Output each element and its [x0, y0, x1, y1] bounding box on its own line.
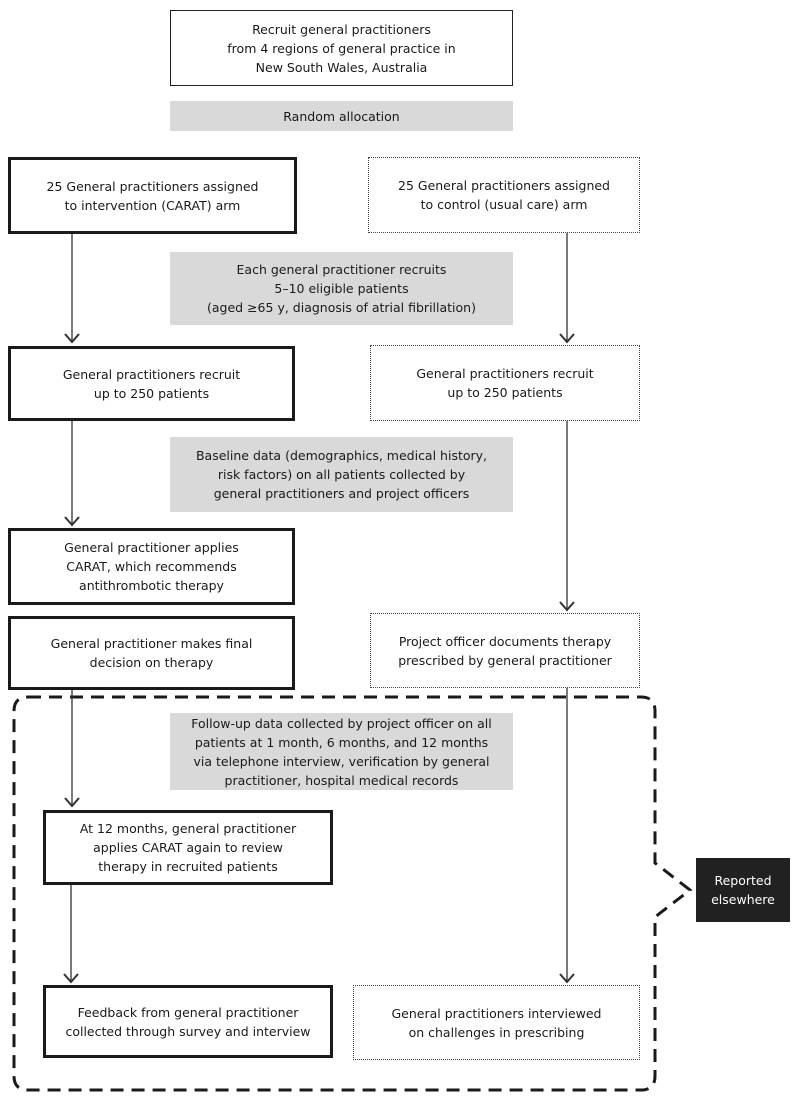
gp-final-decision-text: General practitioner makes final decisio… [50, 636, 253, 670]
arrow-12-months-to-feedback [63, 885, 79, 984]
control-assigned-box: 25 General practitioners assigned to con… [368, 157, 640, 233]
at-12-months-text: At 12 months, general practitioner appli… [79, 821, 297, 874]
control-recruit-text: General practitioners recruit up to 250 … [416, 366, 594, 400]
random-allocation-bar: Random allocation [170, 101, 513, 131]
control-assigned-text: 25 General practitioners assigned to con… [398, 178, 610, 212]
intervention-assigned-box: 25 General practitioners assigned to int… [8, 157, 297, 234]
control-recruit-box: General practitioners recruit up to 250 … [370, 345, 640, 421]
arrow-final-decision-to-12-months [64, 690, 80, 808]
random-allocation-text: Random allocation [283, 108, 400, 124]
intervention-assigned-text: 25 General practitioners assigned to int… [46, 178, 259, 213]
arrow-control-assigned-to-recruit [559, 233, 575, 344]
baseline-data-text: Baseline data (demographics, medical his… [195, 448, 488, 501]
feedback-survey-box: Feedback from general practitioner colle… [43, 985, 333, 1058]
intervention-recruit-box: General practitioners recruit up to 250 … [8, 346, 295, 421]
each-gp-recruits-bar: Each general practitioner recruits 5–10 … [170, 252, 513, 325]
gp-applies-carat-text: General practitioner applies CARAT, whic… [64, 540, 239, 593]
recruit-gps-text: Recruit general practitioners from 4 reg… [227, 21, 456, 75]
project-officer-documents-box: Project officer documents therapy prescr… [370, 613, 640, 688]
gp-interviewed-text: General practitioners interviewed on cha… [391, 1005, 602, 1040]
arrow-control-recruit-to-project-officer [559, 421, 575, 612]
intervention-recruit-text: General practitioners recruit up to 250 … [62, 366, 241, 401]
arrow-intervention-recruit-to-carat [64, 421, 80, 527]
baseline-data-bar: Baseline data (demographics, medical his… [170, 437, 513, 512]
reported-elsewhere-box: Reported elsewhere [696, 858, 790, 922]
reported-elsewhere-text: Reported elsewhere [711, 873, 775, 907]
gp-applies-carat-box: General practitioner applies CARAT, whic… [8, 528, 295, 605]
gp-final-decision-box: General practitioner makes final decisio… [8, 616, 295, 690]
at-12-months-box: At 12 months, general practitioner appli… [43, 810, 333, 885]
followup-data-text: Follow-up data collected by project offi… [191, 715, 492, 788]
followup-data-bar: Follow-up data collected by project offi… [170, 713, 513, 790]
recruit-gps-box: Recruit general practitioners from 4 reg… [170, 10, 513, 86]
project-officer-documents-text: Project officer documents therapy prescr… [398, 633, 612, 668]
feedback-survey-text: Feedback from general practitioner colle… [65, 1004, 311, 1039]
arrow-intervention-assigned-to-recruit [64, 234, 80, 344]
each-gp-recruits-text: Each general practitioner recruits 5–10 … [207, 262, 476, 315]
gp-interviewed-box: General practitioners interviewed on cha… [353, 985, 640, 1060]
arrow-project-officer-to-interviewed [559, 688, 575, 984]
